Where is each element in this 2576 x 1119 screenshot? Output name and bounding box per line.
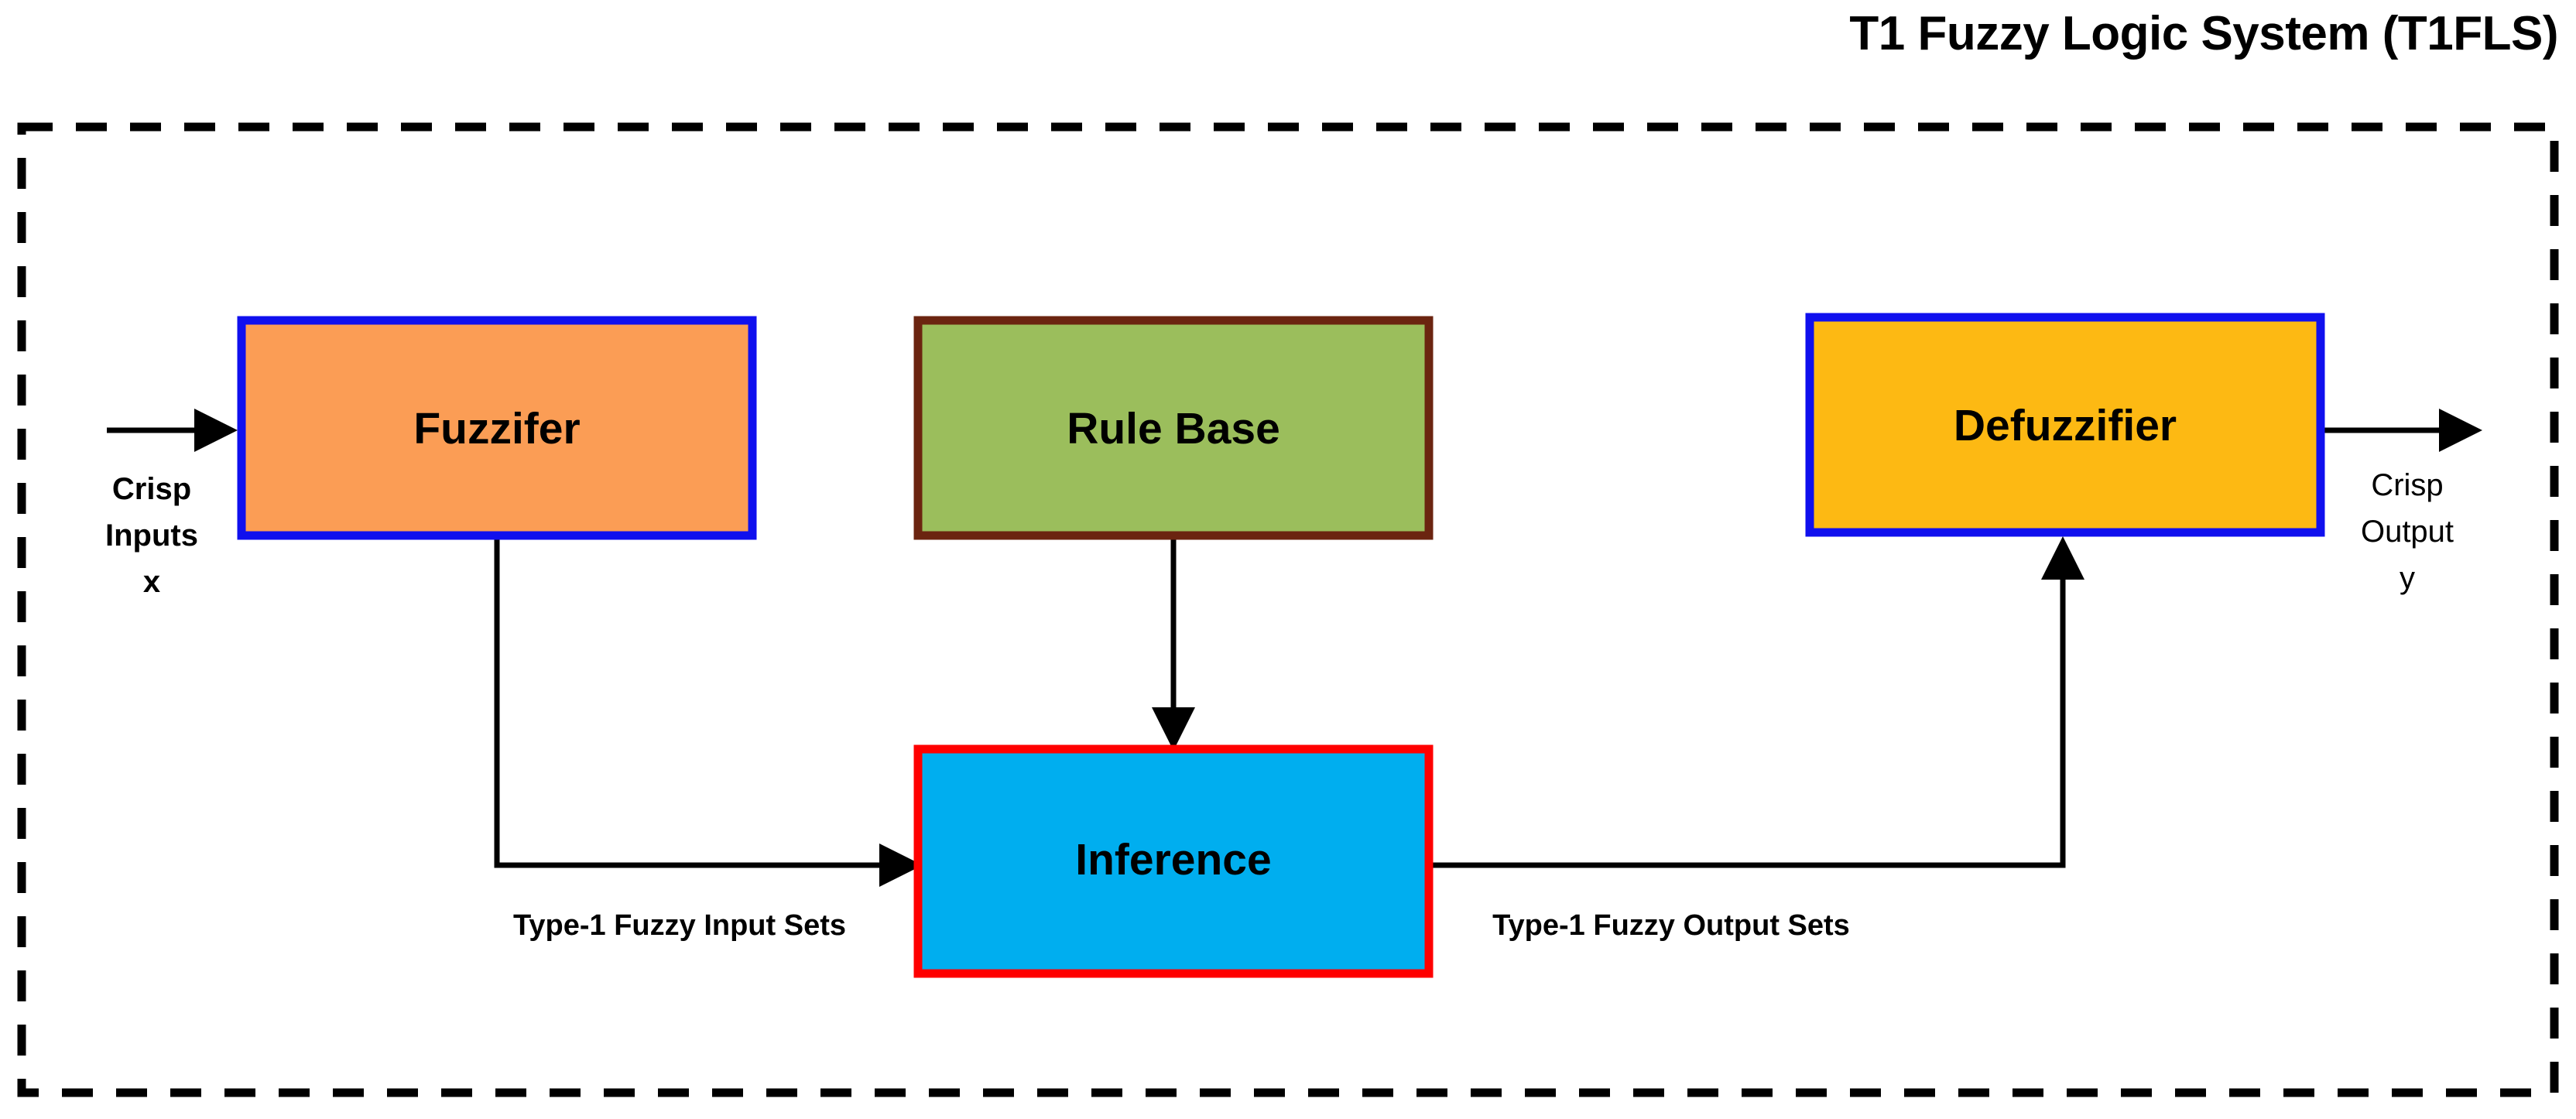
input-label-line2: Inputs <box>105 518 198 553</box>
input-label: Crisp Inputs x <box>105 472 198 599</box>
page-title: T1 Fuzzy Logic System (T1FLS) <box>1849 7 2558 60</box>
edge-label-fuzzy-input-sets: Type-1 Fuzzy Input Sets <box>513 909 846 942</box>
block-fuzzifier-shape[interactable] <box>237 316 757 540</box>
output-label: Crisp Output y <box>2361 468 2454 595</box>
system-boundary <box>17 122 2559 1097</box>
block-fuzzifier-label: Fuzzifer <box>413 404 580 453</box>
input-label-line1: Crisp <box>112 472 191 506</box>
block-rule-base-shape[interactable] <box>913 316 1434 540</box>
edge-label-fuzzy-output-sets: Type-1 Fuzzy Output Sets <box>1492 909 1850 942</box>
block-defuzzifier-shape[interactable] <box>1805 313 2325 537</box>
block-defuzzifier[interactable]: Defuzzifier <box>1805 313 2325 537</box>
output-label-line2: Output <box>2361 515 2454 549</box>
block-rule-base-label: Rule Base <box>1067 404 1280 453</box>
block-defuzzifier-label: Defuzzifier <box>1954 401 2177 450</box>
output-label-line3: y <box>2400 561 2415 595</box>
input-label-line3: x <box>143 565 160 599</box>
block-fuzzifier[interactable]: Fuzzifer <box>237 316 757 540</box>
block-inference-shape[interactable] <box>913 744 1434 978</box>
block-rule-base[interactable]: Rule Base <box>913 316 1434 540</box>
block-inference[interactable]: Inference <box>913 744 1434 978</box>
connector-inference-to-defuzzifier <box>1433 536 2084 868</box>
connector-fuzzifier-to-inference <box>494 536 923 887</box>
block-inference-label: Inference <box>1075 835 1271 885</box>
output-label-line1: Crisp <box>2371 468 2443 502</box>
